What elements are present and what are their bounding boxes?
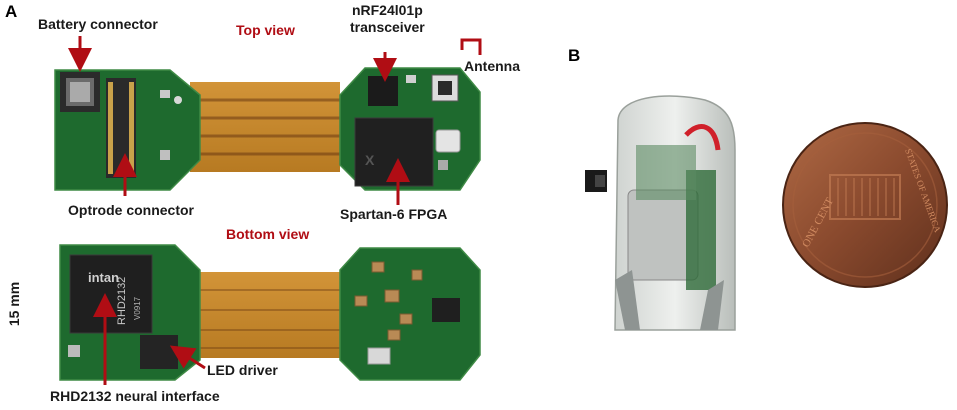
- penny-coin: ONE CENT STATES OF AMERICA: [782, 122, 948, 288]
- chip-model: RHD2132: [116, 277, 128, 325]
- antenna-label: Antenna: [464, 58, 520, 74]
- led-driver-label: LED driver: [207, 362, 278, 378]
- top-flex-cable: [190, 82, 340, 172]
- top-view-label: Top view: [236, 22, 295, 38]
- transceiver-label-line1: nRF24l01p: [351, 2, 423, 18]
- bottom-view-board: intan RHD2132 V0917: [59, 244, 481, 381]
- svg-text:X: X: [365, 152, 375, 168]
- chip-code: V0917: [133, 296, 142, 320]
- transceiver-label-line2: transceiver: [350, 19, 425, 35]
- annotation-arrows: [68, 36, 482, 385]
- transceiver-chip: [368, 76, 398, 106]
- led-driver-chip: [140, 335, 178, 369]
- neural-interface-label: RHD2132 neural interface: [50, 388, 220, 404]
- bottom-flex-cable: [190, 272, 340, 358]
- implant-device: [585, 95, 736, 331]
- battery-connector-label: Battery connector: [38, 16, 158, 32]
- transceiver-label: nRF24l01p transceiver: [350, 2, 425, 36]
- optrode-connector-label: Optrode connector: [68, 202, 195, 218]
- scale-label: 15 mm: [6, 281, 23, 327]
- fpga-label: Spartan-6 FPGA: [340, 206, 448, 222]
- panel-label-a: A: [5, 2, 18, 21]
- rhd2132-chip: [69, 254, 153, 334]
- bottom-view-label: Bottom view: [226, 226, 310, 242]
- chip-brand: intan: [88, 270, 119, 285]
- panel-label-b: B: [568, 46, 581, 65]
- top-view-board: X: [54, 67, 481, 191]
